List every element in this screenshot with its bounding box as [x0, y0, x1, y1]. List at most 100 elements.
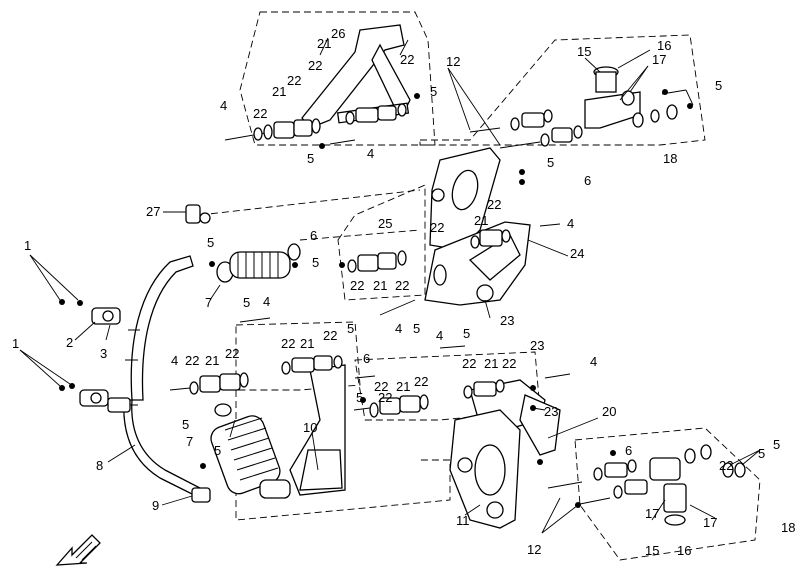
mid-bushings: [339, 169, 561, 273]
callout-4: 4: [395, 321, 402, 336]
callout-1: 1: [24, 238, 31, 253]
callout-22: 22: [374, 379, 388, 394]
callout-27: 27: [146, 204, 160, 219]
callout-6: 6: [625, 443, 632, 458]
callout-5: 5: [312, 255, 319, 270]
callout-5: 5: [356, 390, 363, 405]
upper-knuckle-25: [429, 147, 501, 251]
callout-4: 4: [436, 328, 443, 343]
callout-22: 22: [225, 346, 239, 361]
callout-6: 6: [363, 351, 370, 366]
callout-22: 22: [378, 390, 392, 405]
callout-26: 26: [331, 26, 345, 41]
leader-lines: [19, 37, 761, 534]
callout-21: 21: [484, 356, 498, 371]
callout-23: 23: [530, 338, 544, 353]
callout-22: 22: [487, 197, 501, 212]
callout-22: 22: [430, 220, 444, 235]
callout-4: 4: [171, 353, 178, 368]
callout-5: 5: [463, 326, 470, 341]
callout-9: 9: [152, 498, 159, 513]
callout-21: 21: [474, 213, 488, 228]
callout-16: 16: [657, 38, 671, 53]
callout-15: 15: [577, 44, 591, 59]
callout-20: 20: [602, 404, 616, 419]
callout-22: 22: [281, 336, 295, 351]
callout-23: 23: [544, 404, 558, 419]
callout-21: 21: [272, 84, 286, 99]
callout-4: 4: [590, 354, 597, 369]
callout-22: 22: [400, 52, 414, 67]
callout-5: 5: [413, 321, 420, 336]
callout-10: 10: [303, 420, 317, 435]
lower-a-arm-10: [289, 364, 346, 496]
callout-7: 7: [205, 295, 212, 310]
upper-shock-absorber-7: [209, 243, 301, 283]
callout-5: 5: [715, 78, 722, 93]
callout-21: 21: [373, 278, 387, 293]
lower-knuckle-11: [449, 409, 521, 529]
callout-5: 5: [307, 151, 314, 166]
callout-5: 5: [182, 417, 189, 432]
callout-23: 23: [500, 313, 514, 328]
callout-21: 21: [300, 336, 314, 351]
part-9: [191, 463, 211, 503]
assembly-outlines: [199, 11, 761, 561]
callout-5: 5: [214, 443, 221, 458]
front-direction-arrow-icon: [55, 534, 101, 566]
callout-22: 22: [308, 58, 322, 73]
callout-25: 25: [378, 216, 392, 231]
lower-shock-absorber-7: [210, 403, 291, 499]
lower-right-bracket: [537, 444, 746, 526]
callout-22: 22: [502, 356, 516, 371]
callout-22: 22: [719, 458, 733, 473]
callout-5: 5: [547, 155, 554, 170]
callout-18: 18: [663, 151, 677, 166]
callout-12: 12: [446, 54, 460, 69]
callout-17: 17: [652, 52, 666, 67]
callout-4: 4: [263, 294, 270, 309]
callout-22: 22: [395, 278, 409, 293]
callout-7: 7: [186, 434, 193, 449]
callout-18: 18: [781, 520, 795, 535]
callout-1: 1: [12, 336, 19, 351]
callout-5: 5: [243, 295, 250, 310]
lower-left-bushings: [169, 317, 376, 395]
callout-labels: 1 1 2 3 8 9 27 5 7 6 5 22 21 22 25 22 21…: [12, 26, 795, 558]
callout-3: 3: [100, 346, 107, 361]
callout-2: 2: [66, 335, 73, 350]
callout-16: 16: [677, 543, 691, 558]
callout-4: 4: [567, 216, 574, 231]
lower-right-bushings: [353, 345, 571, 418]
callout-12: 12: [527, 542, 541, 557]
bracket-parts-1-3: [59, 299, 131, 413]
callout-11: 11: [456, 513, 470, 528]
callout-21: 21: [396, 379, 410, 394]
frame-tube-8: [123, 255, 201, 497]
callout-4: 4: [220, 98, 227, 113]
callout-24: 24: [570, 246, 584, 261]
callout-22: 22: [287, 73, 301, 88]
callout-15: 15: [645, 543, 659, 558]
upper-right-bracket: [469, 66, 693, 149]
callout-17: 17: [703, 515, 717, 530]
callout-21: 21: [317, 36, 331, 51]
callout-4: 4: [367, 146, 374, 161]
callout-5: 5: [758, 446, 765, 461]
callout-22: 22: [185, 353, 199, 368]
callout-22: 22: [323, 328, 337, 343]
part-27: [185, 204, 211, 224]
callout-5: 5: [773, 437, 780, 452]
callout-22: 22: [253, 106, 267, 121]
callout-22: 22: [350, 278, 364, 293]
callout-17: 17: [645, 506, 659, 521]
upper-bushings: [224, 93, 420, 149]
callout-22: 22: [462, 356, 476, 371]
callout-21: 21: [205, 353, 219, 368]
callout-5: 5: [347, 321, 354, 336]
callout-6: 6: [584, 173, 591, 188]
callout-6: 6: [310, 228, 317, 243]
callout-5: 5: [430, 84, 437, 99]
callout-5: 5: [207, 235, 214, 250]
